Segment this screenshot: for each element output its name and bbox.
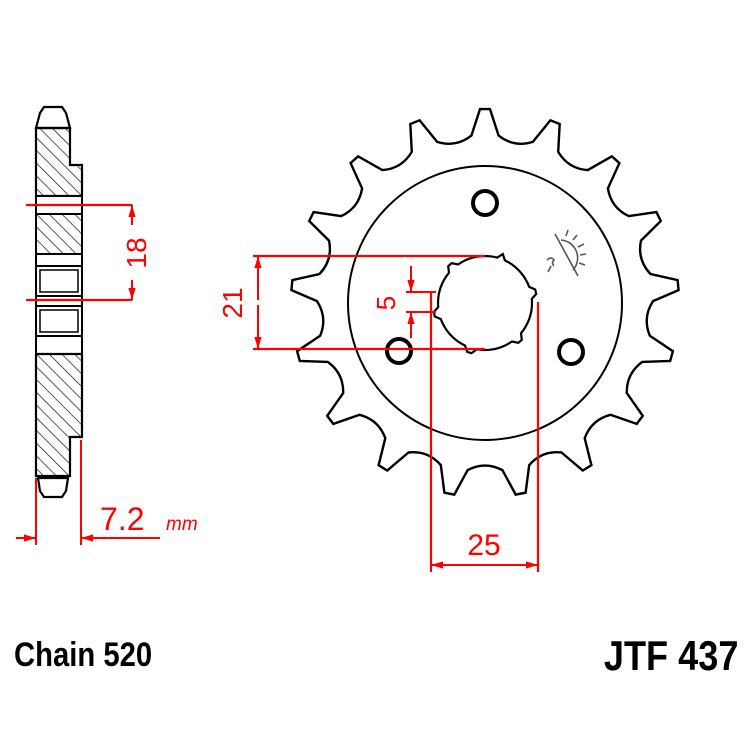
bottom-tooth-tip [36, 476, 70, 499]
maker-logo-icon [546, 229, 587, 277]
lower-hatch-section [34, 352, 84, 478]
part-number-label: JTF 437 [603, 632, 738, 679]
front-view: 21 5 25 [217, 107, 680, 572]
dim-thickness-unit: mm [166, 514, 198, 535]
top-tooth-tip [34, 105, 72, 130]
bolt-hole-right [557, 338, 585, 366]
dim-21-label: 21 [217, 287, 248, 318]
dim-5-label: 5 [371, 296, 401, 310]
pitch-circle [347, 165, 623, 441]
dim-thickness-value: 7.2 [100, 501, 144, 537]
spline-bore [432, 252, 538, 355]
chain-size-label: Chain 520 [14, 636, 153, 674]
bolt-hole-top [471, 189, 499, 217]
bolt-hole-left [385, 337, 413, 365]
mid-hatch-section [35, 213, 83, 255]
dim-18-label: 18 [121, 237, 152, 268]
side-profile: 18 7.2 mm [16, 105, 198, 545]
upper-hatch-section [34, 126, 84, 198]
dim-25-label: 25 [467, 529, 500, 562]
